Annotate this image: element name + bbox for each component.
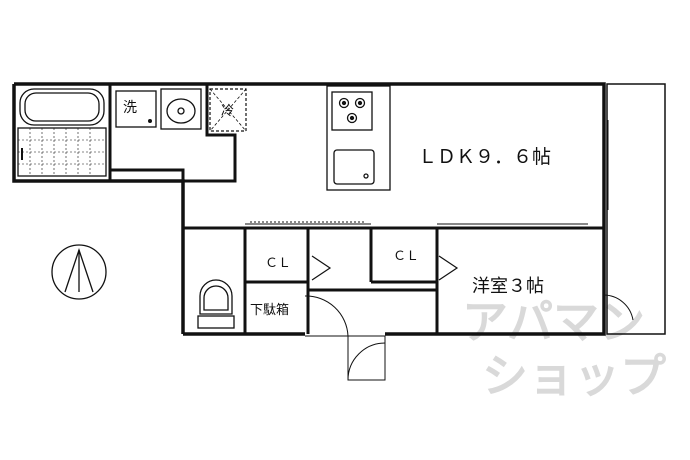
compass-icon	[51, 244, 107, 300]
closet-arrow-1-icon	[311, 255, 332, 281]
watermark-line1: アパマン	[462, 295, 645, 349]
room-label-closet-1: ＣＬ	[265, 256, 291, 271]
door-icon	[304, 295, 386, 381]
watermark: アパマン ショップ	[462, 295, 666, 403]
fridge-icon: 冷	[209, 88, 247, 132]
bathtub-icon	[17, 88, 107, 177]
room-label-ldk: ＬＤＫ９．６帖	[418, 146, 551, 168]
interior-walls	[108, 84, 604, 334]
closet-door-hatch	[245, 221, 588, 225]
washer-label: 洗	[123, 100, 137, 116]
toilet-icon	[197, 279, 235, 329]
sink-icon	[333, 149, 375, 185]
washer-icon: 洗	[115, 90, 157, 128]
stove-icon	[331, 91, 373, 131]
room-label-shoe-box: 下駄箱	[250, 302, 289, 318]
washbasin-icon	[160, 88, 202, 130]
closet-arrow-2-icon	[438, 255, 459, 281]
watermark-line2: ショップ	[482, 349, 666, 403]
kitchen-counter	[326, 85, 391, 191]
fridge-label: 冷	[221, 104, 234, 119]
room-label-closet-2: ＣＬ	[393, 249, 419, 264]
room-label-western: 洋室３帖	[472, 276, 544, 297]
closet-arrows	[311, 255, 459, 281]
